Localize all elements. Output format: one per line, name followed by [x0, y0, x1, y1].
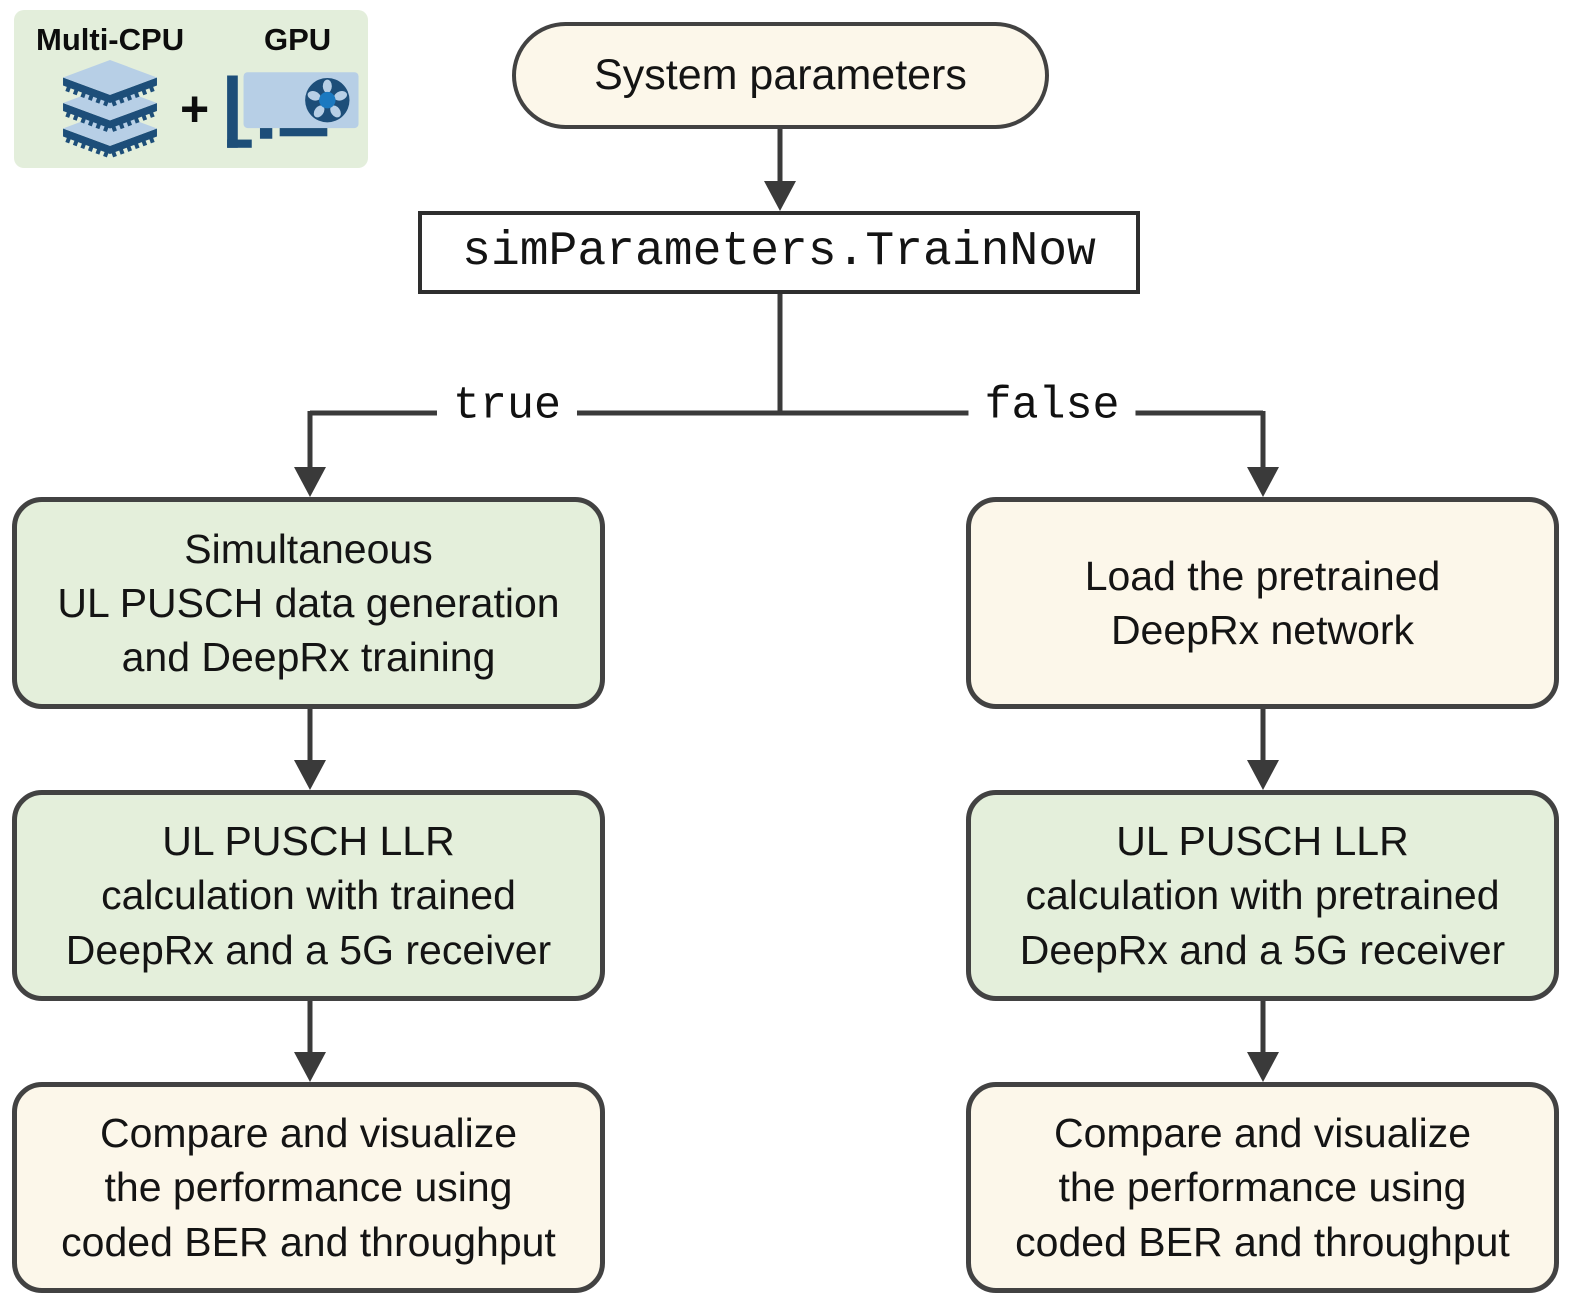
- node-false-load-pretrained: Load the pretrained DeepRx network: [966, 497, 1559, 709]
- arrowhead-false-box3: [1247, 1052, 1279, 1082]
- plus-icon: +: [180, 81, 210, 137]
- node-false-llr-calculation: UL PUSCH LLR calculation with pretrained…: [966, 790, 1559, 1001]
- arrowhead-true-box2: [294, 760, 326, 790]
- arrowhead-false-box1: [1247, 467, 1279, 497]
- node-true-compare-visualize-label: Compare and visualize the performance us…: [61, 1110, 556, 1265]
- branch-label-true: true: [436, 378, 578, 434]
- gpu-card-icon: [227, 72, 359, 148]
- decision-code-label: simParameters.TrainNow: [462, 224, 1096, 279]
- arrowhead-true-box3: [294, 1052, 326, 1082]
- node-decision-trainnow: simParameters.TrainNow: [418, 211, 1140, 294]
- node-true-data-generation-label: Simultaneous UL PUSCH data generation an…: [57, 525, 560, 681]
- branch-label-false: false: [968, 378, 1136, 434]
- node-false-compare-visualize-label: Compare and visualize the performance us…: [1015, 1110, 1510, 1265]
- node-system-parameters: System parameters: [512, 22, 1049, 129]
- arrowhead-true-box1: [294, 467, 326, 497]
- arrowhead-decision: [764, 181, 796, 211]
- node-true-llr-calculation-label: UL PUSCH LLR calculation with trained De…: [65, 818, 552, 973]
- legend-gpu-label: GPU: [264, 22, 332, 57]
- node-false-compare-visualize: Compare and visualize the performance us…: [966, 1082, 1559, 1293]
- node-true-llr-calculation: UL PUSCH LLR calculation with trained De…: [12, 790, 605, 1001]
- arrowhead-false-box2: [1247, 760, 1279, 790]
- multi-cpu-stack-icon: [63, 60, 157, 158]
- node-true-compare-visualize: Compare and visualize the performance us…: [12, 1082, 605, 1293]
- node-system-parameters-label: System parameters: [594, 51, 967, 100]
- node-true-data-generation: Simultaneous UL PUSCH data generation an…: [12, 497, 605, 709]
- node-false-load-pretrained-label: Load the pretrained DeepRx network: [1084, 552, 1441, 653]
- legend-cpu-label: Multi-CPU: [36, 22, 185, 57]
- hardware-legend: Multi-CPU GPU +: [14, 10, 368, 168]
- node-false-llr-calculation-label: UL PUSCH LLR calculation with pretrained…: [1019, 818, 1506, 973]
